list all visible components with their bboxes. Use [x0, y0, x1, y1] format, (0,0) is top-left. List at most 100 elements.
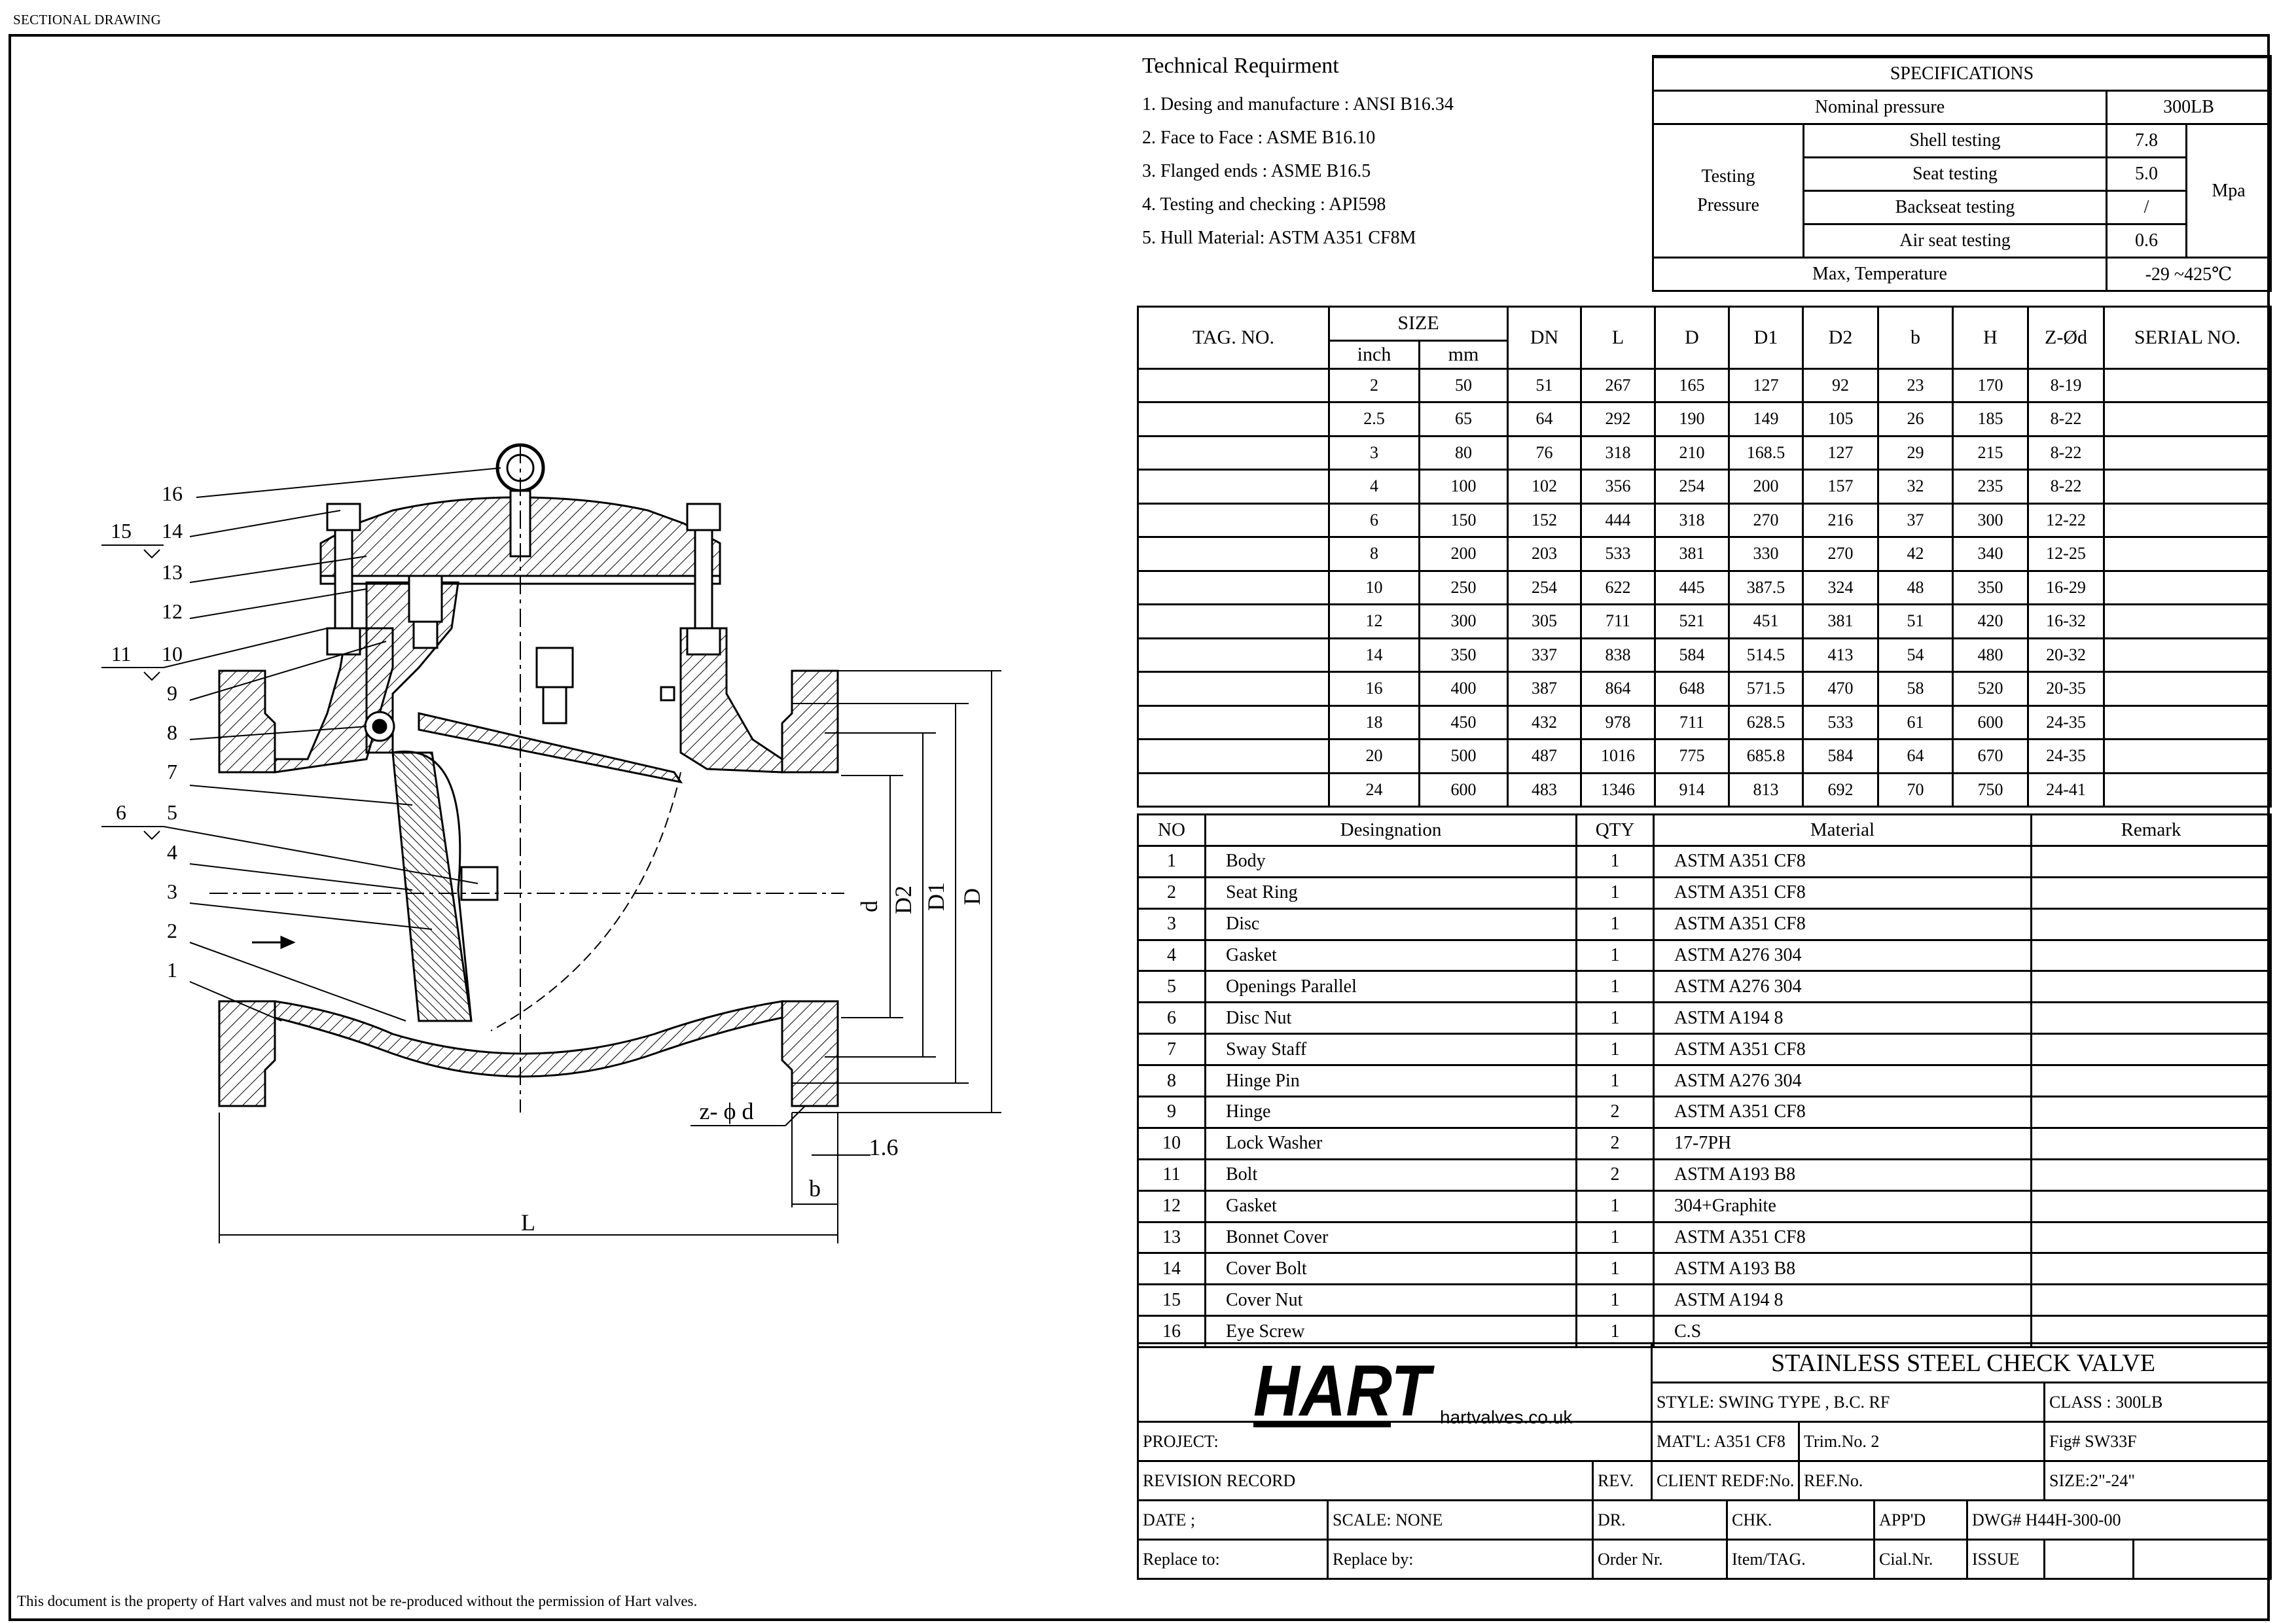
balloon-leaders	[101, 467, 501, 1022]
appd-cell: APP'D	[1873, 1499, 1968, 1541]
blank-cell	[2132, 1539, 2272, 1580]
size-cell: 64	[1507, 401, 1583, 437]
part-no: 15	[1137, 1283, 1206, 1317]
date-cell: DATE ;	[1137, 1499, 1329, 1541]
test-value: 5.0	[2106, 156, 2187, 192]
size-cell: 58	[1877, 671, 1954, 707]
part-no: 4	[1137, 938, 1206, 972]
part-no: 7	[1137, 1033, 1206, 1067]
size-cell: 387	[1507, 671, 1583, 707]
test-value: /	[2106, 190, 2187, 225]
part-qty: 1	[1575, 938, 1655, 972]
max-temp-label: Max, Temperature	[1652, 257, 2108, 292]
size-cell: 711	[1654, 704, 1731, 740]
size-range-cell: SIZE:2"-24"	[2043, 1460, 2272, 1501]
part-qty: 1	[1575, 1001, 1655, 1035]
part-no: 11	[1137, 1158, 1206, 1192]
testing-pressure-label: Testing Pressure	[1652, 123, 1804, 259]
size-cell: 152	[1507, 502, 1583, 538]
part-qty: 1	[1575, 844, 1655, 878]
part-material: ASTM A276 304	[1653, 1064, 2032, 1098]
test-value: 7.8	[2106, 123, 2187, 158]
replace-to-cell: Replace to:	[1137, 1539, 1329, 1580]
serial-cell	[2103, 435, 2272, 471]
size-cell: 300	[1952, 502, 2030, 538]
balloon-1: 1	[167, 958, 177, 982]
col-b: b	[1877, 306, 1954, 370]
size-cell: 2.5	[1328, 401, 1420, 437]
col-qty: QTY	[1575, 813, 1655, 847]
size-cell: 250	[1418, 569, 1509, 605]
part-designation: Gasket	[1204, 938, 1577, 972]
trim-cell: Trim.No. 2	[1798, 1421, 2045, 1462]
balloon-10: 10	[162, 642, 183, 666]
size-cell: 50	[1418, 367, 1509, 403]
size-cell: 520	[1952, 671, 2030, 707]
chk-cell: CHK.	[1726, 1499, 1875, 1541]
size-cell: 105	[1802, 401, 1880, 437]
size-cell: 37	[1877, 502, 1954, 538]
size-cell: 750	[1952, 772, 2030, 808]
size-cell: 18	[1328, 704, 1420, 740]
balloon-8: 8	[167, 721, 177, 744]
part-remark	[2030, 1189, 2272, 1223]
size-cell: 270	[1728, 502, 1804, 538]
part-remark	[2030, 907, 2272, 941]
product-title: STAINLESS STEEL CHECK VALVE	[1650, 1342, 2272, 1383]
dimension-labels: d D2 D1 D L b 1.6 z- ϕ d	[521, 882, 985, 1236]
cial-nr-cell: Cial.Nr.	[1873, 1539, 1968, 1580]
part-no: 6	[1137, 1001, 1206, 1035]
col-tag: TAG. NO.	[1137, 306, 1330, 370]
part-material: ASTM A351 CF8	[1653, 1033, 2032, 1067]
size-cell: 292	[1580, 401, 1657, 437]
dim-zphi: z- ϕ d	[700, 1098, 754, 1124]
balloon-9: 9	[167, 681, 177, 705]
dim-D2: D2	[890, 885, 916, 914]
size-cell: 8-19	[2027, 367, 2106, 403]
blank-cell	[2043, 1539, 2134, 1580]
part-qty: 1	[1575, 970, 1655, 1004]
size-cell: 8-22	[2027, 435, 2106, 471]
part-no: 9	[1137, 1096, 1206, 1129]
part-designation: Cover Nut	[1204, 1283, 1577, 1317]
size-cell: 165	[1654, 367, 1731, 403]
size-cell: 12-25	[2027, 536, 2106, 572]
size-cell: 3	[1328, 435, 1420, 471]
col-h: H	[1952, 306, 2030, 370]
revision-record-cell: REVISION RECORD	[1137, 1460, 1594, 1501]
replace-by-cell: Replace by:	[1327, 1539, 1594, 1580]
size-cell: 32	[1877, 469, 1954, 505]
part-no: 13	[1137, 1221, 1206, 1255]
tag-cell	[1137, 704, 1330, 740]
part-no: 1	[1137, 844, 1206, 878]
specifications-table: SPECIFICATIONS Nominal pressure 300LB Te…	[1651, 55, 2272, 292]
dim-b: b	[809, 1175, 821, 1202]
size-cell: 215	[1952, 435, 2030, 471]
col-dn: DN	[1507, 306, 1583, 370]
size-cell: 432	[1507, 704, 1583, 740]
size-cell: 330	[1728, 536, 1804, 572]
size-cell: 157	[1802, 469, 1880, 505]
size-cell: 324	[1802, 569, 1880, 605]
size-cell: 584	[1802, 738, 1880, 774]
size-cell: 648	[1654, 671, 1731, 707]
size-cell: 190	[1654, 401, 1731, 437]
serial-cell	[2103, 536, 2272, 572]
tech-item: 3. Flanged ends : ASME B16.5	[1142, 161, 1371, 181]
size-cell: 1016	[1580, 738, 1657, 774]
part-remark	[2030, 1096, 2272, 1129]
dim-gap: 1.6	[869, 1134, 899, 1160]
size-cell: 2	[1328, 367, 1420, 403]
balloon-5: 5	[167, 800, 177, 824]
tag-cell	[1137, 603, 1330, 639]
size-cell: 168.5	[1728, 435, 1804, 471]
footer-note: This document is the property of Hart va…	[17, 1593, 698, 1609]
